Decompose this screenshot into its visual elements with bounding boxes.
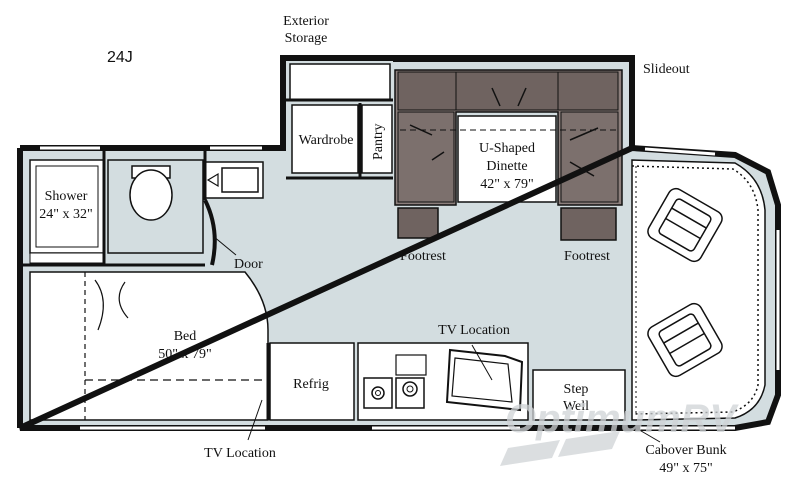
pantry-label: Pantry bbox=[371, 123, 386, 160]
bed-label-1: Bed bbox=[174, 329, 197, 344]
step-well-label-2: Well bbox=[563, 399, 589, 414]
tv-location-bottom-label: TV Location bbox=[204, 446, 276, 461]
sink-basin bbox=[221, 167, 259, 193]
bed-details bbox=[84, 272, 262, 420]
cabover-label-1: Cabover Bunk bbox=[645, 443, 726, 458]
dinette bbox=[394, 69, 623, 241]
footrest-left bbox=[397, 207, 439, 239]
dinette-label-2: Dinette bbox=[486, 159, 527, 174]
dinette-label-1: U-Shaped bbox=[479, 141, 535, 156]
walls bbox=[17, 55, 781, 431]
bed bbox=[29, 271, 269, 421]
watermark: OptimumRV bbox=[505, 397, 739, 441]
driver-seat bbox=[647, 187, 723, 263]
exterior-storage-label-2: Storage bbox=[285, 31, 328, 46]
footrest-left-label: Footrest bbox=[400, 249, 446, 264]
slideout-box bbox=[393, 58, 632, 62]
pantry bbox=[361, 104, 393, 174]
cabover-label-2: 49" x 75" bbox=[659, 461, 712, 476]
cabover-bunk bbox=[631, 159, 766, 421]
footrest-right-label: Footrest bbox=[564, 249, 610, 264]
wardrobe bbox=[291, 104, 359, 174]
toilet-bowl bbox=[129, 169, 173, 221]
shower-label-2: 24" x 32" bbox=[39, 207, 92, 222]
shower-label-1: Shower bbox=[45, 189, 88, 204]
wardrobe-label: Wardrobe bbox=[299, 133, 354, 148]
model-label: 24J bbox=[107, 49, 133, 66]
faucet bbox=[206, 172, 219, 188]
refrigerator bbox=[269, 342, 355, 421]
dinette-label-3: 42" x 79" bbox=[480, 177, 533, 192]
cab-seats bbox=[647, 187, 723, 378]
leader-lines bbox=[212, 235, 661, 443]
footrest-right bbox=[560, 207, 617, 241]
refrig-label: Refrig bbox=[293, 377, 329, 392]
bed-label-2: 50" x 79" bbox=[158, 347, 211, 362]
tv-location-top-label: TV Location bbox=[438, 323, 510, 338]
labels: 24J Exterior Storage Slideout Wardrobe P… bbox=[39, 14, 726, 476]
exterior-storage-label: Exterior bbox=[283, 14, 329, 29]
watermark-stripe bbox=[500, 431, 620, 466]
passenger-seat bbox=[647, 302, 723, 378]
slideout-label: Slideout bbox=[643, 62, 690, 77]
step-well-label-1: Step bbox=[564, 382, 589, 397]
exterior-storage bbox=[289, 63, 391, 101]
door-label: Door bbox=[234, 257, 263, 272]
fixtures bbox=[129, 165, 524, 412]
bathroom-door bbox=[203, 199, 217, 266]
step-well bbox=[532, 369, 626, 421]
